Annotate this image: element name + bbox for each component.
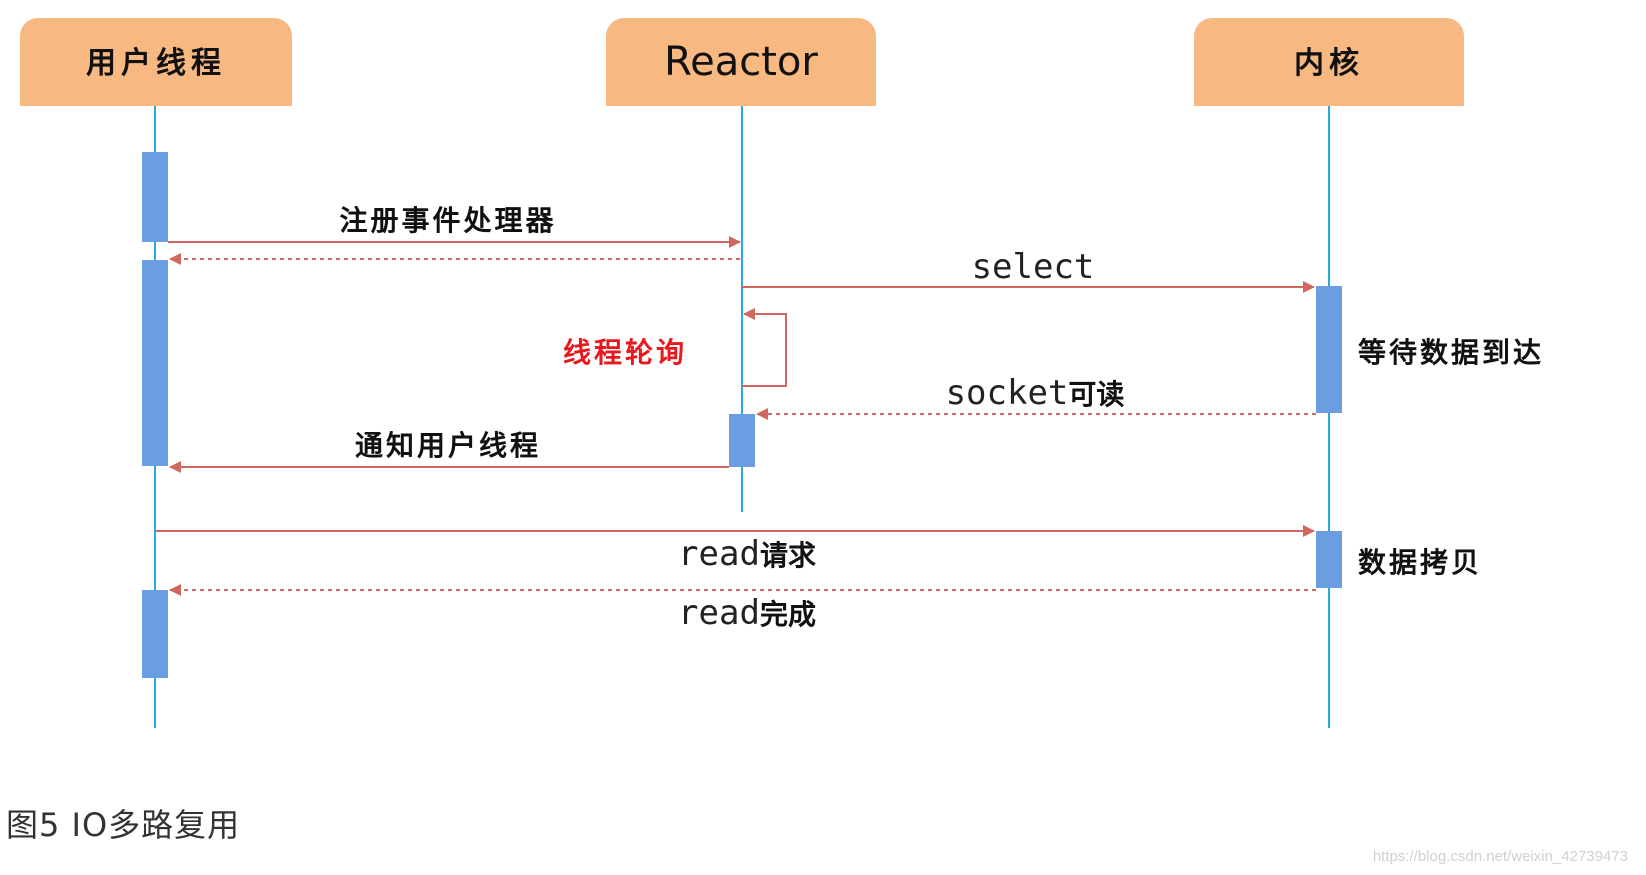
note-data-copy: 数据拷贝 [1358,546,1482,579]
activation-kernel-1 [1316,286,1342,413]
note-wait-data: 等待数据到达 [1358,336,1544,369]
label-read-complete-mono: read [678,593,760,633]
participant-user-thread-label: 用户线程 [86,46,226,81]
participant-reactor: Reactor [606,18,876,106]
participant-user-thread: 用户线程 [20,18,292,106]
label-socket-readable-cn: 可读 [1068,378,1124,411]
label-notify-user-thread: 通知用户线程 [355,429,541,462]
watermark: https://blog.csdn.net/weixin_42739473 [1372,848,1628,865]
activation-kernel-2 [1316,531,1342,588]
activation-user-2 [142,260,168,466]
label-read-request-mono: read [678,534,760,574]
label-read-request-cn: 请求 [760,539,816,572]
label-register-handler: 注册事件处理器 [339,204,556,237]
figure-caption: 图5 IO多路复用 [6,806,241,844]
activation-reactor [729,414,755,467]
activation-user-1 [142,152,168,242]
participant-reactor-label: Reactor [664,39,818,85]
label-thread-poll: 线程轮询 [563,336,687,369]
label-socket-readable: socket可读 [946,373,1125,413]
sequence-diagram: 用户线程 Reactor 内核 注册事件处理器 select 线程轮询 sock… [20,18,1544,728]
label-socket-readable-mono: socket [946,373,1069,413]
participant-kernel-label: 内核 [1294,46,1364,81]
label-select: select [972,247,1095,287]
label-read-complete-cn: 完成 [760,598,816,631]
activation-user-3 [142,590,168,678]
participant-kernel: 内核 [1194,18,1464,106]
label-read-request: read请求 [678,534,816,574]
arrow-thread-poll [742,308,787,387]
label-read-complete: read完成 [678,593,816,633]
